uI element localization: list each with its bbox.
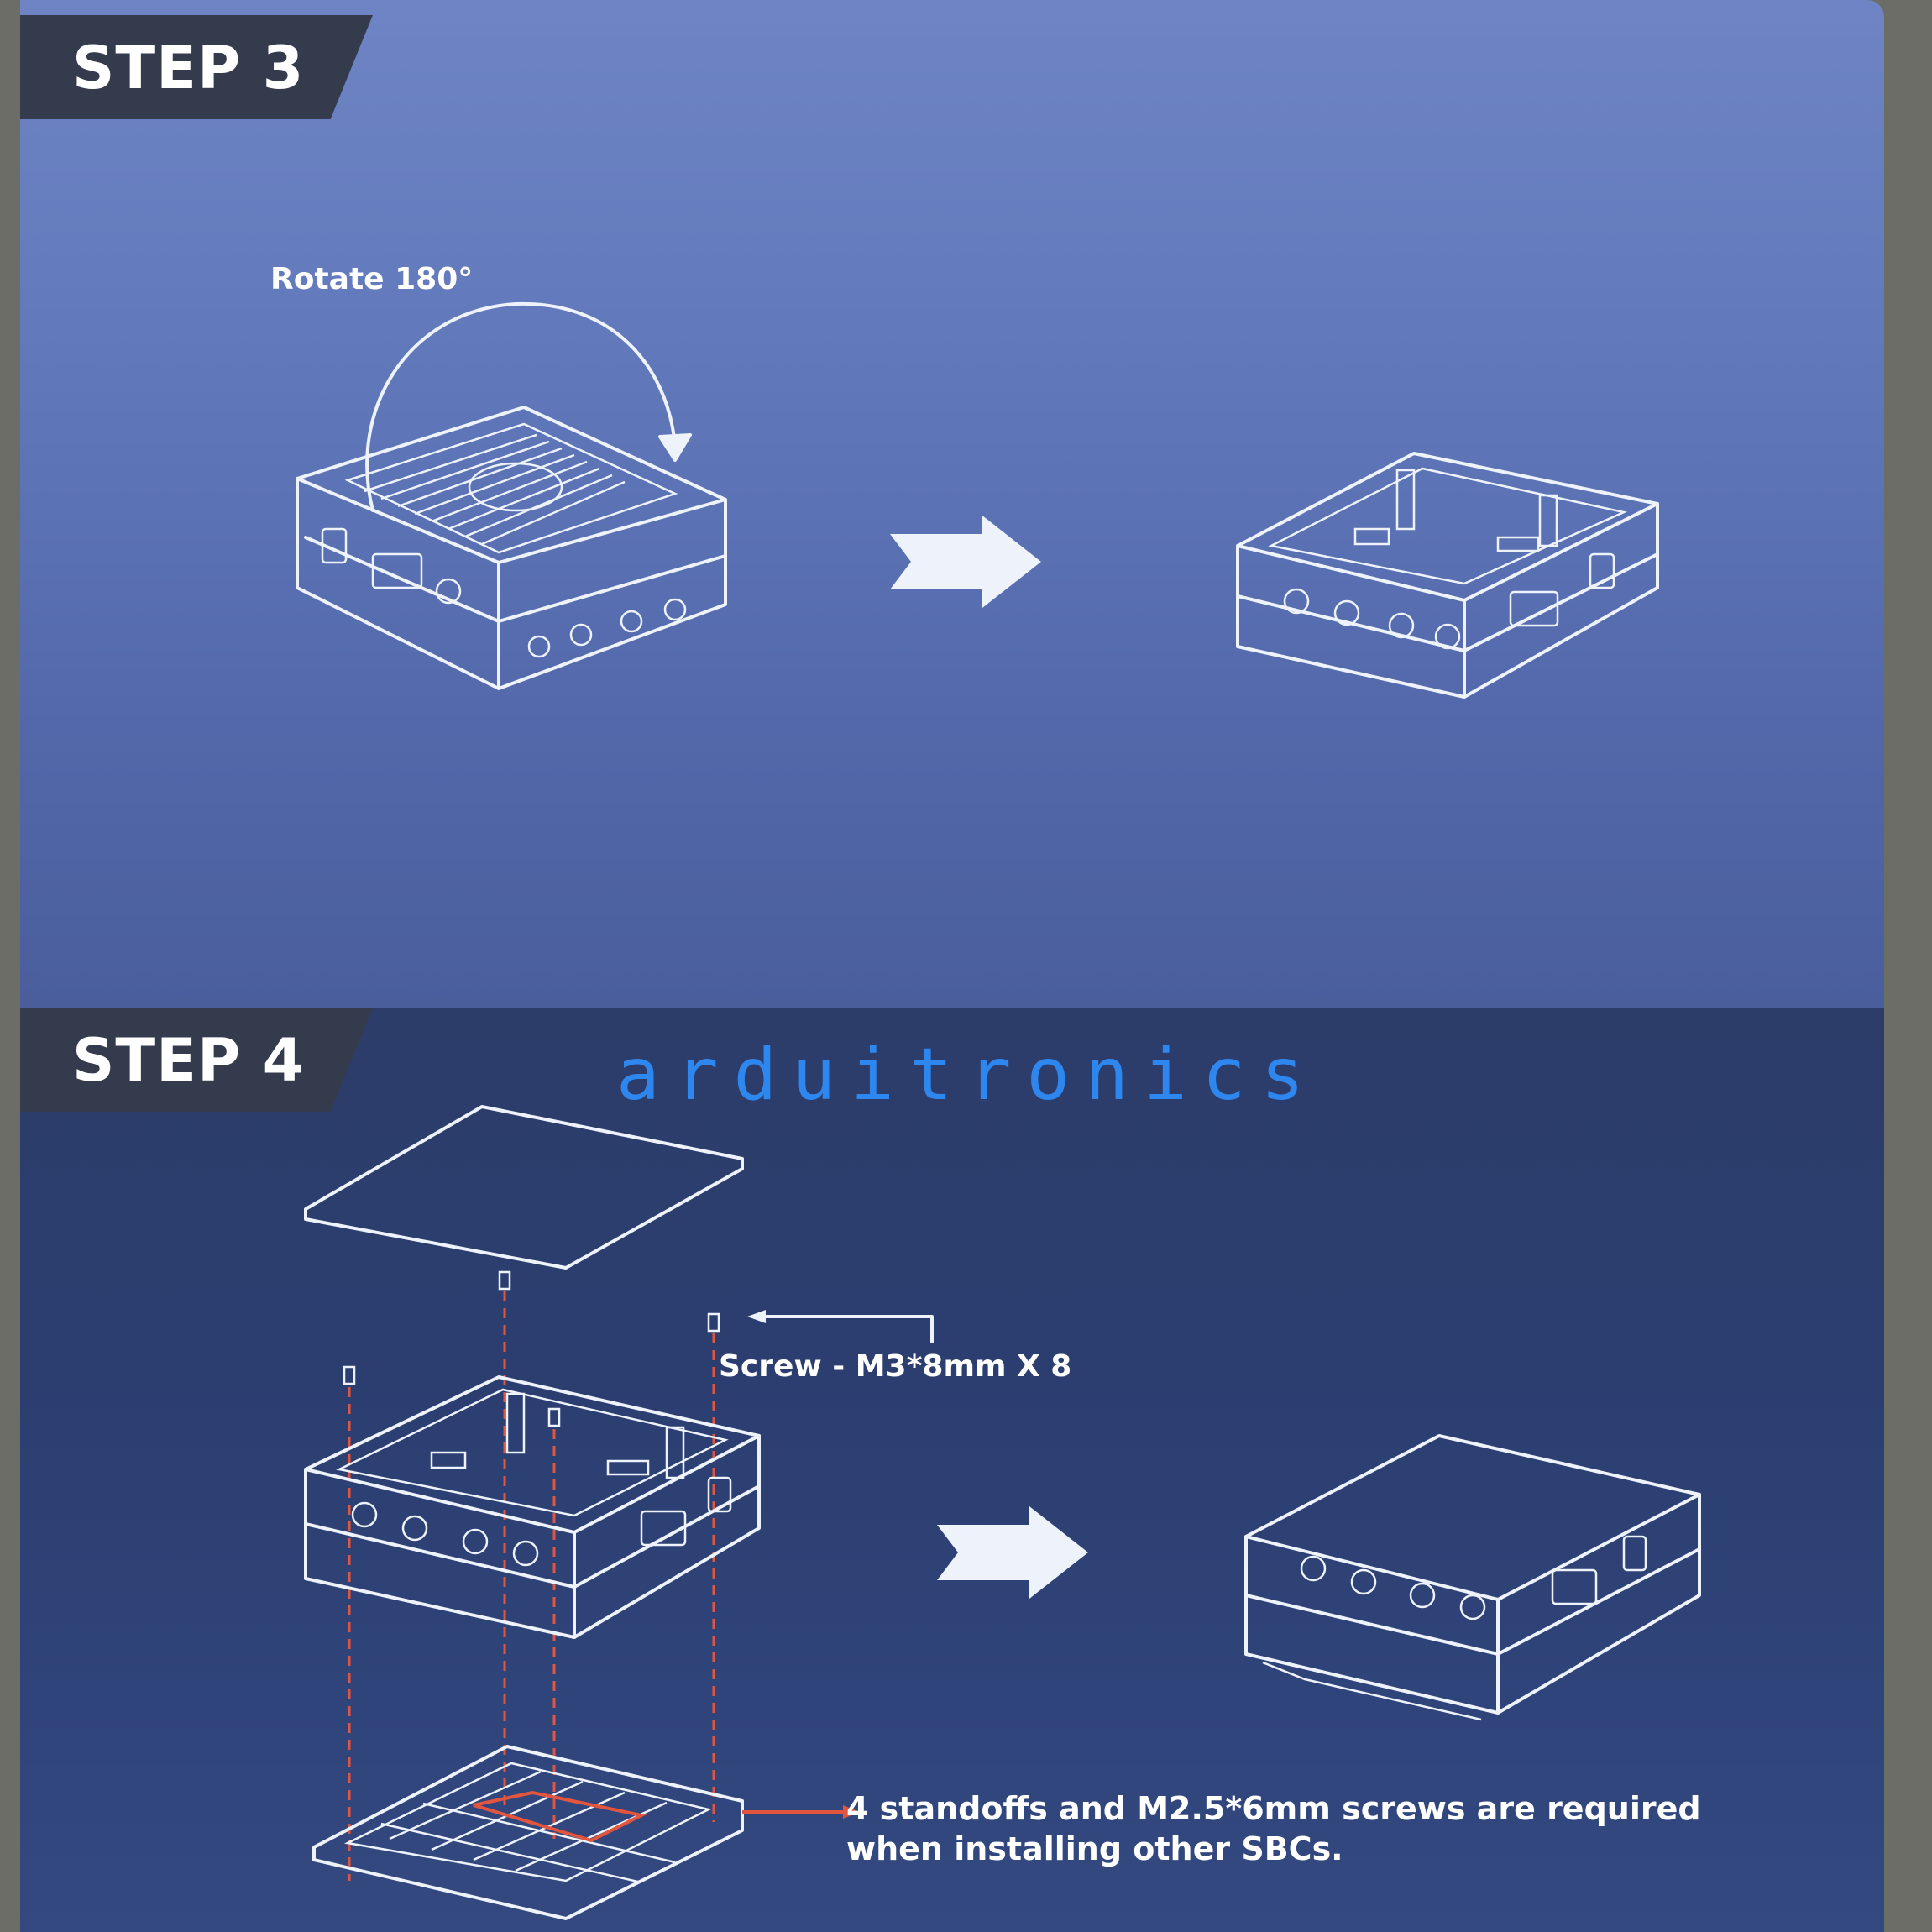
open-case-illustration	[1236, 452, 1659, 699]
step4-tab: STEP 4	[20, 1008, 373, 1112]
screw-spec-label: Screw - M3*8mm X 8	[719, 1349, 1072, 1384]
screw-callout-arrow-icon	[747, 1310, 934, 1343]
watermark-text: arduitronics	[616, 1033, 1320, 1117]
rotate-label: Rotate 180°	[270, 262, 474, 296]
step3-panel	[20, 0, 1884, 1008]
instruction-sheet: STEP 3 Rotate 180°	[20, 0, 1884, 1932]
note-line-1: 4 standoffs and M2.5*6mm screws are requ…	[846, 1790, 1701, 1827]
note-line-2: when installing other SBCs.	[846, 1830, 1343, 1867]
step4-panel	[20, 1008, 1884, 1932]
step4-title: STEP 4	[72, 1026, 305, 1095]
right-arrow-icon	[890, 516, 1041, 608]
exploded-case-illustration	[304, 1105, 860, 1920]
step3-title: STEP 3	[72, 34, 305, 102]
standoffs-note: 4 standoffs and M2.5*6mm screws are requ…	[846, 1788, 1701, 1869]
right-arrow-icon	[937, 1506, 1088, 1599]
closed-case-illustration	[1244, 1434, 1701, 1721]
step3-tab: STEP 3	[20, 15, 373, 119]
case-with-heatsink-illustration	[296, 301, 727, 690]
